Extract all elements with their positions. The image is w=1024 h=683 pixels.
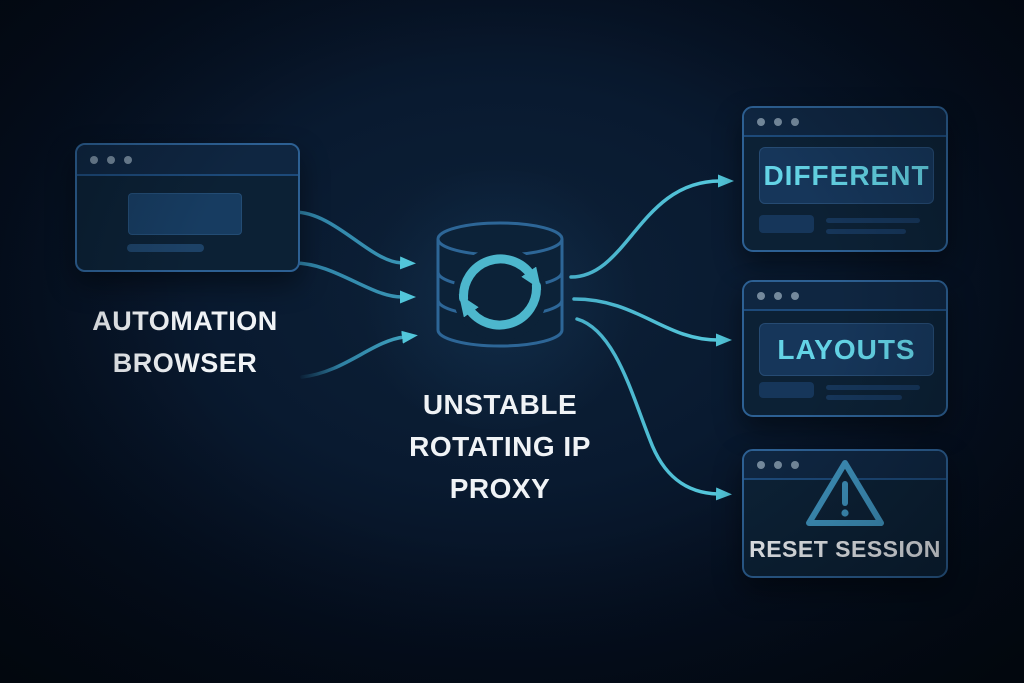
window-titlebar <box>744 108 946 137</box>
window-control-dot <box>774 460 782 469</box>
placeholder-line <box>826 218 920 223</box>
thumbnail-placeholder <box>759 382 814 398</box>
unstable-rotating-ip-proxy-label: UNSTABLE ROTATING IP PROXY <box>409 389 591 504</box>
window-control-dot <box>124 155 132 164</box>
placeholder-line <box>826 385 920 390</box>
thumbnail-placeholder <box>759 215 814 233</box>
window-control-dot <box>791 460 799 469</box>
window-control-dot <box>791 291 799 300</box>
window-control-dot <box>107 155 115 164</box>
placeholder-line <box>826 229 906 234</box>
different-label: DIFFERENT <box>763 159 930 191</box>
window-control-dot <box>757 291 765 300</box>
reset-session-label: RESET SESSION <box>749 536 941 562</box>
window-control-dot <box>90 155 98 164</box>
output-window-different: DIFFERENT <box>742 106 948 252</box>
output-window-layouts: LAYOUTS <box>742 280 948 417</box>
placeholder-line <box>826 395 902 400</box>
window-control-dot <box>757 460 765 469</box>
automation-browser-window <box>75 143 300 272</box>
window-control-dot <box>757 117 765 126</box>
automation-browser-label: AUTOMATION BROWSER <box>92 306 278 378</box>
layouts-label: LAYOUTS <box>777 333 916 365</box>
window-control-dot <box>791 117 799 126</box>
window-control-dot <box>774 117 782 126</box>
window-titlebar <box>77 145 298 176</box>
window-titlebar <box>744 282 946 311</box>
content-panel: DIFFERENT <box>759 147 934 204</box>
page-content-placeholder <box>128 193 242 235</box>
window-control-dot <box>774 291 782 300</box>
warning-icon <box>806 460 884 526</box>
placeholder-line <box>127 244 204 252</box>
content-panel: LAYOUTS <box>759 323 934 376</box>
output-window-reset-session: RESET SESSION <box>742 449 948 578</box>
